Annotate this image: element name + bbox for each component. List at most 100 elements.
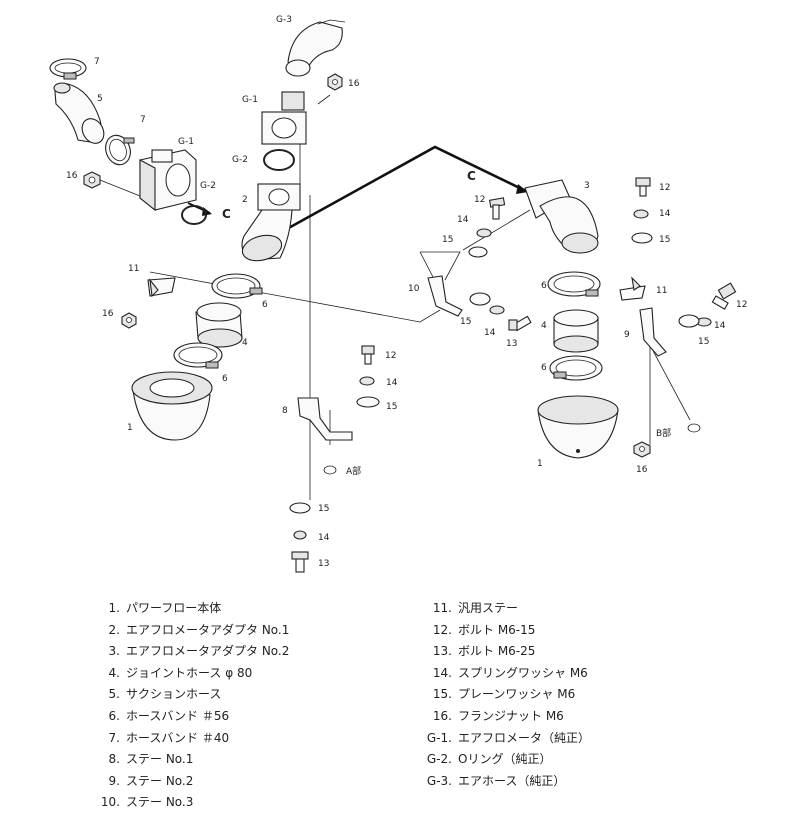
legend-label: フランジナット M6 [458,708,564,723]
suction-hose [53,82,105,144]
plain-washer-bottom [289,502,311,514]
bolt-12-center [361,345,375,365]
marker-c-left: C [222,207,231,221]
g-code-labels: G-1 G-2 G-1 G-2 G-3 [178,15,292,191]
flange-nut-lower-left [121,312,137,329]
spring-washer-right-center [476,228,492,238]
callout-15: 15 [318,504,329,514]
legend-label: エアフロメータアダプタ No.2 [126,644,290,659]
legend-number: 9. [108,773,120,788]
marker-b-part: B部 [656,427,671,439]
callout-12: 12 [736,300,747,310]
legend-number: 3. [108,644,120,659]
legend-number: 2. [108,622,120,637]
power-flow-body-right [537,395,619,459]
spring-washer-center [359,376,375,386]
legend-item: 3. エアフロメータアダプタ No.2 [92,641,382,663]
callout-6: 6 [222,374,228,384]
legend-label: サクションホース [126,687,222,702]
legend-label: ボルト M6-25 [458,644,536,659]
callout-3: 3 [584,181,590,191]
legend-item: 1. パワーフロー本体 [92,598,382,620]
flange-nut-right [633,441,651,458]
callout-10: 10 [408,284,420,294]
a-part-marker [323,465,337,475]
legend-item: 7.ホースバンド ＃40 [92,728,382,750]
hose-band-56-left-bottom [173,342,223,369]
callout-14: 14 [318,533,330,543]
b-part-marker [687,423,701,433]
bolt-12-right [711,282,737,310]
plain-washer-right [678,314,700,328]
callout-9: 9 [624,330,630,340]
stay-no2 [639,307,667,357]
flange-nut-left [83,171,101,189]
legend-column-left: 1.パワーフロー本体 2.エアフロメータアダプタ No.1 3.エアフロメータア… [92,598,382,814]
stay-no3 [427,275,463,317]
airflow-meter-center [261,91,307,145]
callout-8: 8 [282,406,288,416]
callout-14: 14 [484,328,496,338]
spring-washer-right-top [633,209,649,219]
legend-number: G-3. [426,773,452,788]
callout-12: 12 [474,195,485,205]
callout-15: 15 [386,402,397,412]
bolt-13-right [508,315,532,332]
callout-15: 15 [659,235,670,245]
legend-item: 4.ジョイントホース φ 80 [92,663,382,685]
legend-item: 8.ステー No.1 [92,749,382,771]
legend-label: スプリングワッシャ M6 [458,665,588,680]
airflow-meter-left [139,149,197,212]
adapter-no1 [241,183,301,262]
legend-number: 5. [108,687,120,702]
plain-washer-right-top [631,232,653,244]
callout-11: 11 [128,264,139,274]
plain-washer-center [356,396,380,408]
legend-item: 11.汎用ステー [420,598,720,620]
callout-13: 13 [318,559,329,569]
callout-15: 15 [460,317,471,327]
legend-number: G-1. [426,730,452,745]
callout-4: 4 [242,338,248,348]
callout-7: 7 [140,115,146,125]
hose-band-56-right-bottom [549,355,603,381]
legend-item: G-1. エアフロメータ（純正） [420,728,720,750]
legend-item: 5. サクションホース [92,684,382,706]
o-ring-center [263,149,295,171]
legend-label: ホースバンド ＃40 [126,730,230,745]
legend-label: ステー No.2 [126,773,194,788]
legend-number: 1. [108,601,120,615]
bolt-13-bottom [291,551,309,573]
label-g3: G-3 [276,15,292,25]
callout-16: 16 [102,309,114,319]
marker-a-part: A部 [346,465,361,477]
hose-band-56-left-top [211,273,263,299]
legend-item: 10.ステー No.3 [92,792,382,814]
callout-16: 16 [636,465,648,475]
callout-15: 15 [698,337,709,347]
flange-nut-top [327,73,343,91]
stay-no1 [297,397,353,441]
parts-diagram: 7 5 7 16 11 16 6 4 6 1 16 2 12 14 15 8 1… [49,15,747,573]
callout-1: 1 [537,459,543,469]
legend-label: ジョイントホース φ 80 [126,665,253,680]
label-g2-center: G-2 [232,155,248,165]
plain-washer-right-center [468,246,488,258]
legend-label: エアホース（純正） [458,773,566,788]
legend-item: 6.ホースバンド ＃56 [92,706,382,728]
legend-label: エアフロメータ（純正） [458,730,591,745]
adapter-no2 [524,179,599,254]
label-g2-left: G-2 [200,181,216,191]
legend-item: 16.フランジナット M6 [420,706,720,728]
callout-16: 16 [348,79,360,89]
legend-column-right: 11.汎用ステー 12.ボルト M6-15 13.ボルト M6-25 14.スプ… [420,598,720,792]
legend-label: パワーフロー本体 [126,601,222,615]
callout-6: 6 [541,281,547,291]
callout-14: 14 [457,215,469,225]
general-stay-right [619,276,646,301]
label-g1-center: G-1 [242,95,258,105]
marker-labels: C C A部 B部 [222,169,671,477]
legend-number: 11. [432,601,452,615]
callout-12: 12 [659,183,670,193]
legend-item: 13.ボルト M6-25 [420,641,720,663]
